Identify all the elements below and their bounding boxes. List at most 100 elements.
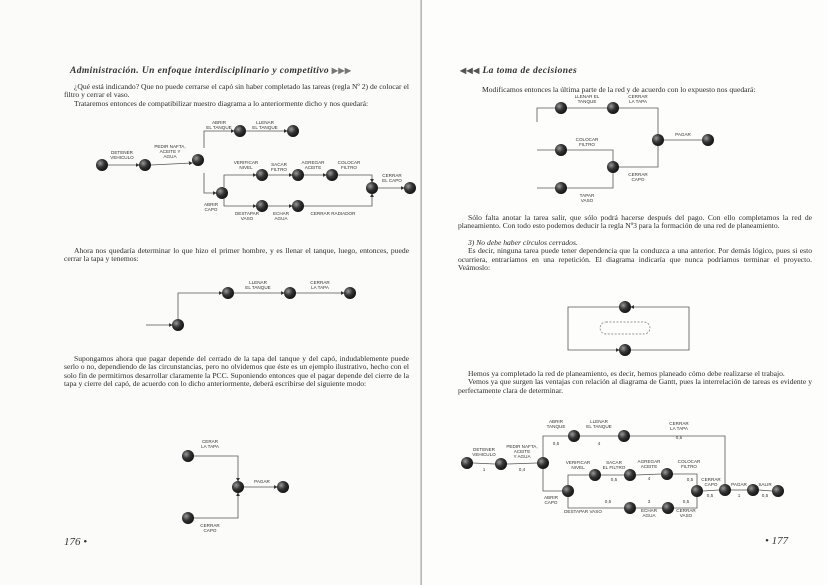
- activity-arrow: [203, 129, 235, 148]
- event-node: [555, 144, 567, 156]
- activity-label: 0,5: [676, 435, 683, 440]
- activity-label: VASO: [581, 198, 594, 203]
- running-header: Administración. Un enfoque interdiscipli…: [70, 66, 351, 76]
- event-node: [287, 125, 299, 137]
- loop-marker: [599, 321, 651, 335]
- activity-label: NIVEL: [239, 165, 253, 170]
- page-number: 176 •: [64, 536, 88, 548]
- activity-label: EL TANQUE: [252, 125, 277, 130]
- event-node: [192, 154, 204, 166]
- activity-label: 0,5: [611, 477, 618, 482]
- event-node: [652, 134, 664, 146]
- activity-label: CAPO: [204, 207, 217, 212]
- activity-label: VERIFICAR: [566, 460, 591, 465]
- event-node: [256, 200, 268, 212]
- activity-label: PAGAR: [254, 479, 270, 484]
- activity-label: CAPO: [544, 500, 557, 505]
- activity-arrow: [635, 473, 662, 476]
- event-node: [747, 484, 759, 496]
- activity-label: 0,5: [683, 499, 690, 504]
- activity-label: CERRAR RADIADOR: [311, 211, 357, 216]
- activity-label: SACAR: [606, 460, 623, 465]
- activity-arrow: [177, 291, 223, 319]
- activity-arrow: [304, 193, 374, 207]
- activity-label: 4: [648, 476, 651, 481]
- activity-label: PEDIR NAFTA,: [154, 144, 185, 149]
- text-block: Sólo falta anotar la tarea salir, que só…: [458, 213, 812, 273]
- event-node: [495, 458, 507, 470]
- activity-label: CERRAR: [676, 508, 696, 513]
- activity-label: AGUA: [642, 513, 656, 518]
- event-node: [772, 485, 784, 497]
- activity-label: ABRIR: [549, 419, 564, 424]
- rule-heading: 3) No debe haber círculos cerrados.: [468, 237, 578, 247]
- activity-arrow: [203, 173, 217, 195]
- activity-arrow: [536, 107, 555, 122]
- event-node: [182, 450, 194, 462]
- activity-label: VASO: [680, 513, 693, 518]
- activity-arrow: [567, 306, 620, 352]
- closed-circle-diagram: [567, 301, 690, 356]
- event-node: [618, 430, 630, 442]
- event-node: [661, 468, 673, 480]
- event-node: [461, 457, 473, 469]
- activity-arrow: [150, 161, 193, 166]
- activity-label: ACEITE: [641, 464, 658, 469]
- running-header: ◀◀◀ La toma de decisiones: [460, 66, 577, 76]
- activity-label: CERRAR: [701, 477, 721, 482]
- activity-label: TAPAR: [580, 193, 595, 198]
- activity-label: ACEITE: [514, 449, 531, 454]
- activity-label: 0,5: [687, 477, 694, 482]
- activity-label: VERIFICAR: [234, 160, 259, 165]
- event-node: [404, 182, 416, 194]
- activity-label: SALIR: [758, 482, 772, 487]
- activity-label: CAPO: [704, 482, 717, 487]
- event-node: [619, 301, 631, 313]
- activity-label: 0,5: [762, 493, 769, 498]
- activity-label: 1: [483, 467, 486, 472]
- page-number: • 177: [765, 535, 789, 547]
- event-node: [139, 159, 151, 171]
- event-node: [172, 319, 184, 331]
- paragraph: Es decir, ninguna tarea puede tener depe…: [458, 246, 812, 273]
- activity-label: AGUA: [274, 216, 288, 221]
- activity-label: 0,5: [707, 493, 714, 498]
- activity-label: AGUA: [163, 154, 177, 159]
- activity-arrow: [619, 107, 659, 134]
- activity-label: FILTRO: [681, 464, 697, 469]
- activity-label: ECHAR: [641, 508, 658, 513]
- event-node: [568, 430, 580, 442]
- event-node: [719, 484, 731, 496]
- activity-label: COLOCAR: [678, 459, 701, 464]
- activity-label: CERRAR: [310, 280, 330, 285]
- activity-arrow: [702, 489, 720, 492]
- activity-label: 3: [648, 499, 651, 504]
- activity-arrow: [619, 146, 659, 168]
- event-node: [607, 102, 619, 114]
- header-text: La toma de decisiones: [482, 66, 578, 76]
- activity-arrow: [542, 435, 568, 457]
- activity-label: PAGAR: [731, 482, 747, 487]
- activity-label: LLENAR: [590, 419, 609, 424]
- right-page: ◀◀◀ La toma de decisiones Modificamos en…: [422, 0, 828, 585]
- activity-arrow: [567, 149, 614, 161]
- activity-label: CAPO: [631, 177, 644, 182]
- activity-label: VEHICULO: [110, 155, 134, 160]
- event-node: [232, 481, 244, 493]
- activity-label: LLENAR EL: [575, 94, 600, 99]
- activity-arrow: [194, 492, 240, 519]
- activity-label: 1: [738, 493, 741, 498]
- event-node: [366, 182, 378, 194]
- activity-label: DESTAPAR VASO: [564, 509, 602, 514]
- activity-label: LA TAPA: [670, 426, 689, 431]
- event-node: [182, 512, 194, 524]
- activity-arrow: [567, 173, 614, 189]
- activity-arrow: [567, 497, 624, 509]
- activity-label: COLOCAR: [576, 137, 599, 142]
- header-text: Administración. Un enfoque interdiscipli…: [70, 66, 329, 76]
- activity-label: FILTRO: [579, 142, 595, 147]
- activity-label: LLENAR: [249, 280, 268, 285]
